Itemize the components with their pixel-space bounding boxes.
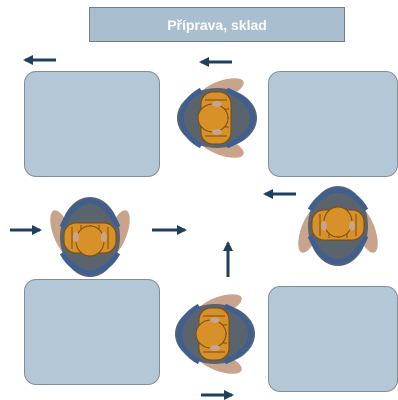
- person-icon: [175, 289, 255, 378]
- person-icon: [293, 186, 382, 266]
- person-icon: [45, 197, 134, 277]
- person-icon: [177, 73, 257, 162]
